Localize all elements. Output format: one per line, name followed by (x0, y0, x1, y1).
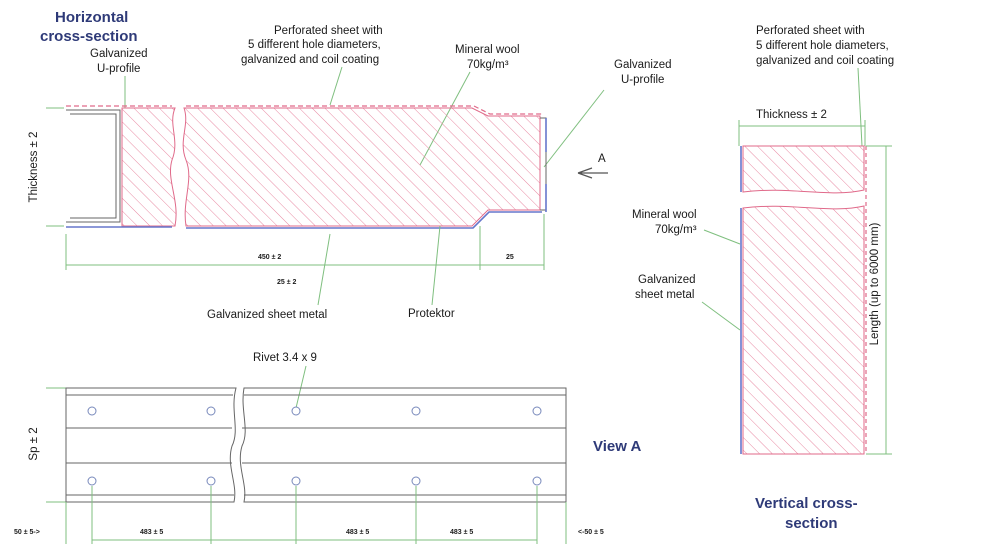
va-dim-right: <-50 ± 5 (578, 529, 604, 536)
perforated-sheet-top (186, 105, 542, 115)
va-dim-483-1: 483 ± 5 (140, 529, 163, 536)
va-dim-483-3: 483 ± 5 (450, 529, 473, 536)
rivet-icon (291, 406, 301, 416)
panel-main-segment (182, 107, 541, 227)
galvanized-sheet-metal-label: Galvanized sheet metal (207, 309, 327, 321)
thickness-label: Thickness ± 2 (28, 132, 40, 203)
leader-u-profile-right (543, 89, 605, 168)
v-leader-galv (701, 301, 741, 331)
rivet-icon (291, 476, 301, 486)
u-profile-right (540, 117, 547, 211)
sp-label: Sp ± 2 (28, 427, 40, 460)
rivet-icon (87, 406, 97, 416)
rivet-icon (532, 406, 542, 416)
v-galv-label-1: Galvanized (638, 274, 696, 286)
galvanized-sheet-bottom (186, 211, 542, 229)
perforated-label-2: 5 different hole diameters, (248, 39, 381, 51)
dim-25-right: 25 (506, 254, 514, 261)
vertical-cross-section: Perforated sheet with 5 different hole d… (632, 25, 894, 532)
horizontal-title-line2: cross-section (40, 28, 138, 45)
protektor-label: Protektor (408, 308, 455, 320)
v-panel-upper (742, 145, 865, 194)
rivet-icon (206, 406, 216, 416)
v-mineral-wool-label-2: 70kg/m³ (655, 224, 697, 236)
mineral-wool-label-2: 70kg/m³ (467, 59, 509, 71)
leader-rivet (295, 365, 307, 409)
leader-perforated (329, 66, 343, 106)
v-leader-mineral-wool (703, 229, 741, 245)
view-a-right-panel (239, 387, 567, 503)
v-panel-lower (742, 205, 865, 455)
va-dim-483-2: 483 ± 5 (346, 529, 369, 536)
horizontal-title-line1: Horizontal (55, 9, 128, 26)
view-a-arrow-label: A (598, 153, 606, 165)
view-a-left-panel (65, 387, 237, 503)
leader-protektor (431, 225, 441, 306)
rivet-icon (206, 476, 216, 486)
v-leader-perforated (857, 67, 863, 147)
va-dim-left: 50 ± 5-> (14, 529, 40, 536)
v-perforated-label-3: galvanized and coil coating (756, 55, 894, 67)
dim-450: 450 ± 2 (258, 254, 281, 261)
u-profile-right-label-2: U-profile (621, 74, 664, 86)
horizontal-cross-section: Horizontal cross-section Galvanized U-pr… (28, 9, 672, 321)
rivet-icon (532, 476, 542, 486)
panel-left-segment (121, 107, 177, 227)
v-thickness-label: Thickness ± 2 (756, 109, 827, 121)
mineral-wool-label-1: Mineral wool (455, 44, 520, 56)
vertical-title-line1: Vertical cross- (755, 495, 858, 512)
rivet-icon (87, 476, 97, 486)
perforated-label-1: Perforated sheet with (274, 25, 383, 37)
leader-galv-sheet (317, 233, 331, 306)
v-mineral-wool-label-1: Mineral wool (632, 209, 697, 221)
rivet-label: Rivet 3.4 x 9 (253, 352, 317, 364)
u-profile-left-label-1: Galvanized (90, 48, 148, 60)
v-perforated-label-1: Perforated sheet with (756, 25, 865, 37)
rivet-icon (411, 406, 421, 416)
v-perforated-label-2: 5 different hole diameters, (756, 40, 889, 52)
u-profile-left (66, 109, 121, 223)
view-a-title: View A (593, 438, 642, 455)
perforated-label-3: galvanized and coil coating (241, 54, 379, 66)
rivets (87, 406, 542, 486)
view-a: Rivet 3.4 x 9 Sp ± 2 View A (14, 352, 642, 544)
u-profile-left-label-2: U-profile (97, 63, 140, 75)
v-galv-label-2: sheet metal (635, 289, 694, 301)
view-a-arrow-icon (577, 167, 608, 179)
rivet-icon (411, 476, 421, 486)
dim-25-bottom: 25 ± 2 (277, 279, 297, 286)
v-length-label: Length (up to 6000 mm) (869, 222, 881, 345)
u-profile-right-label-1: Galvanized (614, 59, 672, 71)
vertical-title-line2: section (785, 515, 838, 532)
